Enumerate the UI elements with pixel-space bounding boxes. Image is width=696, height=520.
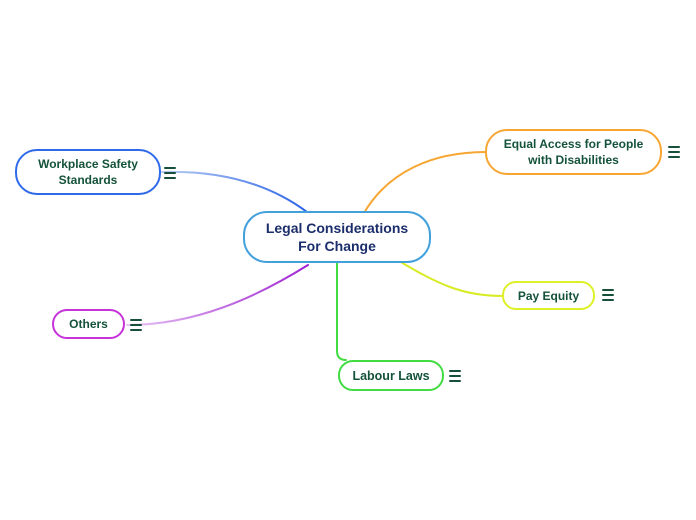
- edge-pay-equity: [398, 260, 504, 297]
- edge-workplace-safety: [161, 170, 308, 213]
- node-others[interactable]: Others: [52, 309, 125, 339]
- node-label: Others: [69, 317, 108, 331]
- hamburger-icon[interactable]: [164, 167, 177, 179]
- node-label: Equal Access for People with Disabilitie…: [503, 137, 644, 167]
- node-legal-considerations-root[interactable]: Legal Considerations For Change: [243, 211, 431, 263]
- edge-equal-access: [363, 151, 487, 214]
- hamburger-icon[interactable]: [449, 370, 462, 382]
- hamburger-icon[interactable]: [602, 289, 615, 301]
- edge-others: [126, 264, 309, 326]
- node-label: Legal Considerations For Change: [265, 220, 409, 254]
- node-label: Labour Laws: [352, 368, 430, 383]
- hamburger-icon[interactable]: [668, 146, 681, 158]
- node-labour-laws[interactable]: Labour Laws: [338, 360, 444, 391]
- hamburger-icon[interactable]: [130, 319, 143, 331]
- node-label: Workplace Safety Standards: [38, 157, 138, 187]
- node-label: Pay Equity: [517, 288, 580, 303]
- node-pay-equity[interactable]: Pay Equity: [502, 281, 595, 310]
- edge-labour-laws: [336, 262, 347, 361]
- node-workplace-safety-standards[interactable]: Workplace Safety Standards: [15, 149, 161, 195]
- node-equal-access-disabilities[interactable]: Equal Access for People with Disabilitie…: [485, 129, 662, 175]
